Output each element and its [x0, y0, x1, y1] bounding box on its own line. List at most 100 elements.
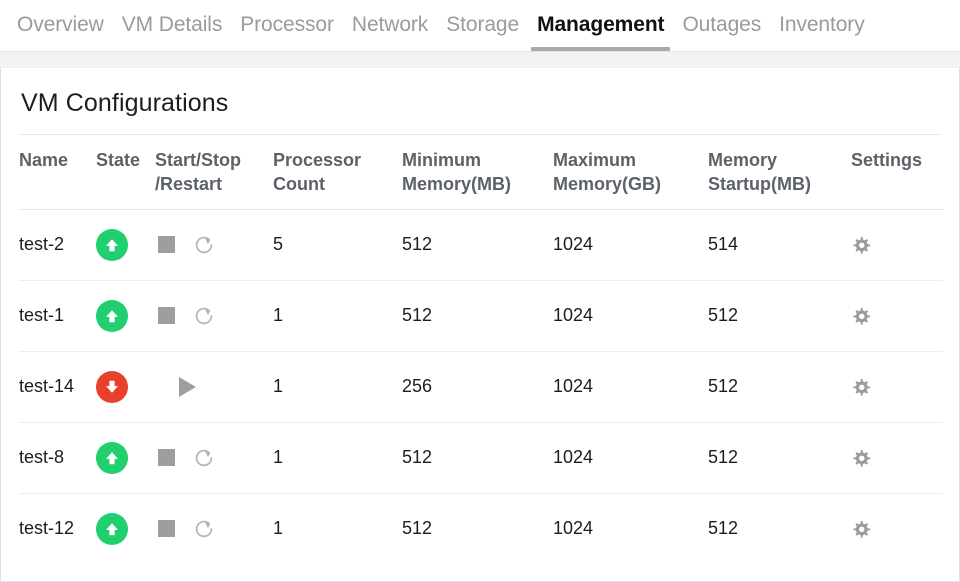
column-header-name: Name [19, 135, 96, 210]
cell-actions [155, 493, 273, 564]
cell-maximum-memory: 1024 [553, 280, 708, 352]
column-header-name-label: Name [19, 150, 69, 170]
column-header-min-memory-line1: Minimum [402, 150, 481, 170]
cell-minimum-memory: 256 [402, 351, 553, 423]
cell-vm-name: test-8 [19, 422, 96, 494]
cell-settings [851, 351, 943, 423]
cell-settings [851, 422, 943, 494]
column-header-settings: Settings [851, 135, 943, 210]
table-header-row: Name State Start/Stop /Restart Processor… [19, 135, 943, 210]
column-header-state: State [96, 135, 155, 210]
cell-actions [155, 280, 273, 352]
cell-state [96, 493, 155, 564]
table-header: Name State Start/Stop /Restart Processor… [19, 135, 943, 210]
action-button-group [155, 447, 273, 469]
cell-memory-startup: 512 [708, 280, 851, 352]
tab-processor[interactable]: Processor [240, 13, 334, 36]
action-button-group [155, 376, 273, 397]
gear-icon[interactable] [851, 307, 871, 327]
tab-bar: Overview VM Details Processor Network Storag… [0, 0, 960, 52]
cell-processor-count: 5 [273, 209, 402, 281]
column-header-maximum-memory: Maximum Memory(GB) [553, 135, 708, 210]
title-divider [19, 134, 941, 135]
column-header-startup-memory-line2: Startup(MB) [708, 173, 811, 194]
column-header-minimum-memory: Minimum Memory(MB) [402, 135, 553, 210]
cell-minimum-memory: 512 [402, 209, 553, 281]
gear-icon[interactable] [851, 236, 871, 256]
tab-outages[interactable]: Outages [682, 13, 762, 36]
restart-icon[interactable] [193, 234, 215, 256]
tab-management[interactable]: Management [528, 0, 673, 52]
gear-icon[interactable] [851, 378, 871, 398]
restart-icon[interactable] [193, 447, 215, 469]
column-header-max-memory-line2: Memory(GB) [553, 173, 662, 194]
cell-vm-name: test-1 [19, 280, 96, 352]
start-button[interactable] [179, 376, 196, 397]
arrow-down-circle-icon [96, 370, 128, 403]
gear-icon[interactable] [851, 520, 871, 540]
tab-storage[interactable]: Storage [446, 13, 520, 36]
cell-settings [851, 209, 943, 281]
cell-maximum-memory: 1024 [553, 518, 594, 539]
cell-vm-name: test-2 [19, 209, 96, 281]
column-header-processor-line1: Processor [273, 150, 362, 170]
page-title: VM Configurations [21, 89, 229, 117]
cell-vm-name: test-12 [19, 518, 75, 539]
column-header-actions-line2: /Restart [155, 173, 223, 194]
cell-processor-count: 1 [273, 351, 402, 423]
arrow-up-circle-icon [96, 512, 128, 545]
tab-vm-details[interactable]: VM Details [121, 13, 223, 36]
stop-button[interactable] [158, 520, 175, 538]
column-header-max-memory-line1: Maximum [553, 150, 637, 170]
tab-inventory[interactable]: Inventory [779, 13, 865, 36]
stop-button[interactable] [158, 236, 175, 254]
stop-button[interactable] [158, 307, 175, 325]
stop-button[interactable] [158, 449, 175, 467]
cell-minimum-memory: 512 [402, 280, 553, 352]
sub-tab-strip [0, 52, 960, 68]
cell-memory-startup: 512 [708, 518, 739, 539]
cell-memory-startup: 512 [708, 422, 851, 494]
cell-processor-count: 1 [273, 518, 284, 539]
cell-actions [155, 422, 273, 494]
arrow-up-circle-icon [96, 228, 128, 261]
column-header-min-memory-line2: Memory(MB) [402, 173, 512, 194]
action-button-group [155, 305, 273, 327]
cell-actions [155, 209, 273, 281]
cell-settings [851, 493, 943, 564]
cell-vm-name: test-14 [19, 351, 96, 423]
column-header-processor-count: Processor Count [273, 135, 402, 210]
cell-minimum-memory: 512 [402, 518, 433, 539]
action-button-group [155, 234, 273, 256]
cell-state [96, 351, 155, 423]
restart-icon[interactable] [193, 305, 215, 327]
column-header-startup-memory-line1: Memory [708, 150, 778, 170]
column-header-memory-startup: Memory Startup(MB) [708, 135, 851, 210]
tab-overview[interactable]: Overview [17, 13, 104, 36]
restart-icon[interactable] [193, 518, 215, 540]
arrow-up-circle-icon [96, 299, 128, 332]
column-header-start-stop-restart: Start/Stop /Restart [155, 135, 273, 210]
cell-processor-count: 1 [273, 422, 402, 494]
gear-icon[interactable] [851, 449, 871, 469]
column-header-actions-line1: Start/Stop [155, 150, 242, 170]
cell-minimum-memory: 512 [402, 422, 553, 494]
table-row: test-12 1 512 1024 512 [19, 493, 943, 564]
tab-bar-divider [0, 51, 960, 52]
tab-network[interactable]: Network [351, 13, 429, 36]
cell-maximum-memory: 1024 [553, 351, 708, 423]
action-button-group [155, 518, 273, 540]
cell-memory-startup: 514 [708, 209, 851, 281]
cell-memory-startup: 512 [708, 351, 851, 423]
arrow-up-circle-icon [96, 441, 128, 474]
column-header-state-label: State [96, 150, 141, 170]
cell-state [96, 280, 155, 352]
column-header-processor-line2: Count [273, 173, 325, 194]
cell-state [96, 422, 155, 494]
vm-configurations-panel: VM Configurations Name State [0, 68, 960, 582]
